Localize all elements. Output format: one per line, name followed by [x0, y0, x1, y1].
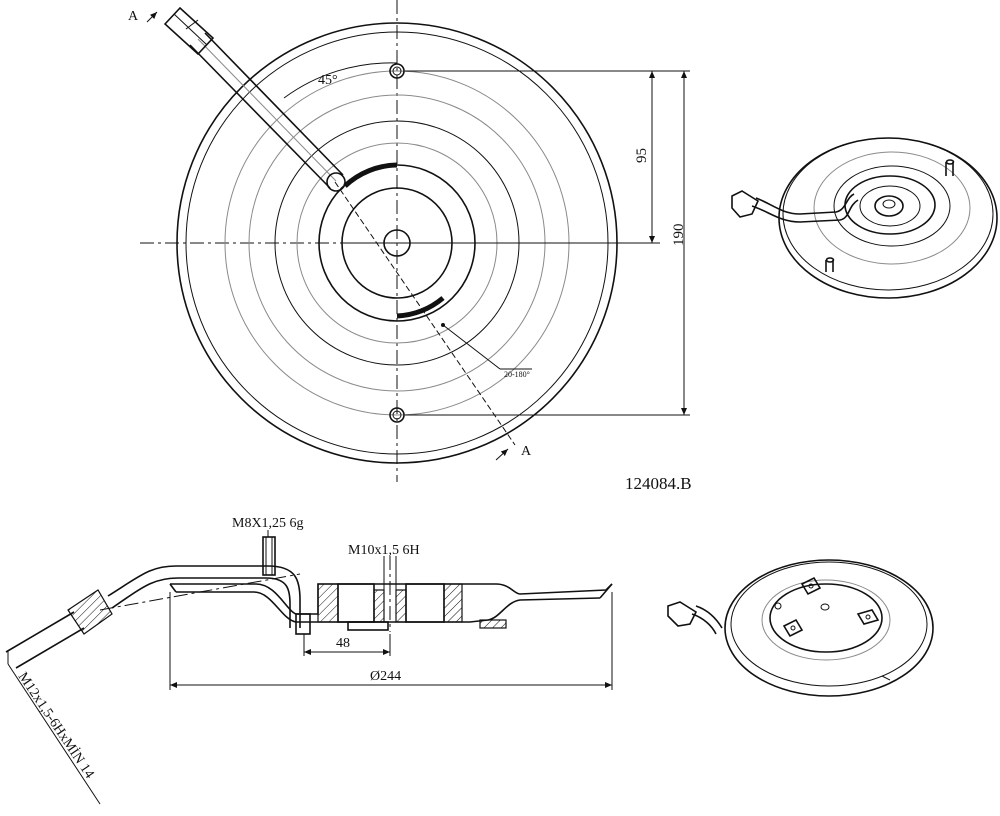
iso-tab-right	[856, 609, 880, 625]
fitting-body	[67, 589, 113, 635]
hub-section-center-left	[373, 589, 385, 623]
angle-45-label: 45°	[318, 73, 338, 88]
iso-tab-top	[800, 576, 822, 596]
iso-hex-nut	[731, 190, 760, 218]
heater-arc-lower	[396, 296, 445, 319]
hub-section-left	[317, 583, 339, 623]
mounting-hole-top	[389, 63, 405, 79]
iso-tab-left	[782, 618, 804, 638]
iso-tube	[751, 199, 859, 223]
section-label-top: A	[128, 9, 139, 24]
section-tube-upper	[107, 565, 301, 628]
isometric-view-bottom	[667, 559, 934, 697]
isometric-view-top	[731, 137, 998, 299]
section-view: M8X1,25 6g M10x1,5 6H M12x1,5-6HxMİN 14	[5, 516, 613, 805]
hex-nut	[163, 6, 215, 56]
angle-range-label: 20-180°	[504, 370, 530, 379]
dim-diameter-label: Ø244	[370, 669, 401, 684]
thread-center-label: M10x1,5 6H	[348, 543, 420, 558]
section-tube-lower	[111, 577, 291, 628]
plate-bottom-profile	[176, 591, 601, 623]
section-arrow-bottom	[495, 448, 509, 461]
dim-48-label: 48	[336, 636, 350, 651]
section-line	[334, 181, 516, 446]
thread-fitting-label: M12x1,5-6HxMİN 14	[15, 669, 98, 781]
bottom-boss	[347, 621, 389, 631]
hub-section-right	[443, 583, 463, 623]
iso-stud-right	[945, 162, 954, 176]
thread-stud-label: M8X1,25 6g	[232, 516, 304, 531]
bottom-terminal	[479, 619, 507, 629]
section-label-bottom: A	[521, 444, 532, 459]
fitting-extension	[5, 611, 85, 669]
tube-outlet	[163, 6, 346, 192]
heater-arc-upper	[343, 162, 398, 188]
mounting-hole-bottom	[389, 407, 405, 423]
angle-range-leader	[442, 324, 501, 370]
dim-95-label: 95	[634, 148, 650, 163]
iso-bottom-hex-nut	[667, 601, 698, 627]
top-view: A A 45° 20-180° 95 190	[128, 0, 690, 482]
section-arrow-top	[146, 11, 158, 23]
angle-45-arc	[283, 62, 398, 99]
iso-bottom-tube	[691, 605, 723, 635]
dim-190-label: 190	[671, 224, 687, 247]
part-number: 124084.B	[625, 474, 692, 493]
stud-m8	[262, 536, 276, 576]
hub-section-center-right	[395, 589, 407, 623]
